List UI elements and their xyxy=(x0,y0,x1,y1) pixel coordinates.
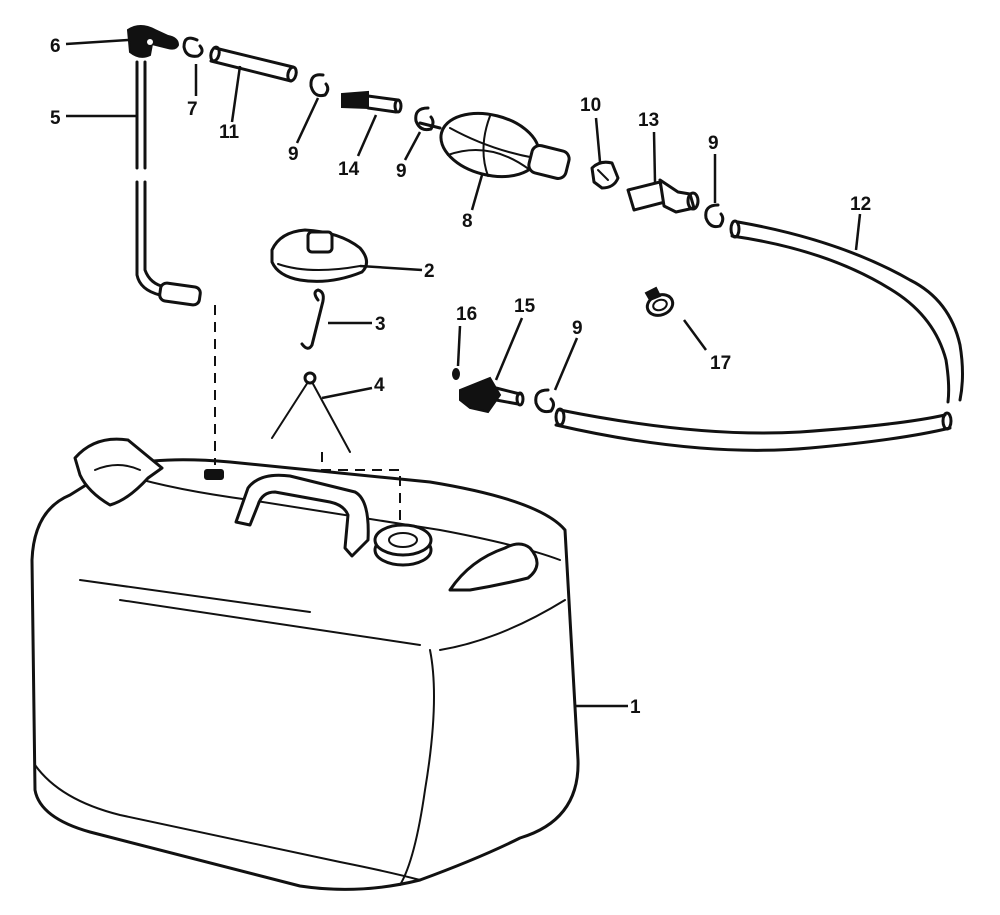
callout-9-d: 9 xyxy=(572,318,583,339)
callout-12: 12 xyxy=(850,194,871,215)
o-ring-16 xyxy=(452,368,460,380)
fuel-tank xyxy=(30,458,580,891)
callout-7: 7 xyxy=(187,99,198,120)
primer-bulb xyxy=(418,111,571,180)
tank-filler-neck xyxy=(373,523,433,567)
callout-8: 8 xyxy=(462,211,473,232)
clamp-7 xyxy=(182,36,204,58)
callout-17: 17 xyxy=(710,353,731,374)
hose-clamp-17 xyxy=(644,286,675,317)
clamp-9-c xyxy=(704,203,725,229)
fuel-line-hose xyxy=(554,219,964,452)
nut-10 xyxy=(590,160,620,190)
tank-carry-handle xyxy=(234,473,370,558)
callout-14: 14 xyxy=(338,159,360,180)
cap-chain xyxy=(271,371,351,453)
callout-9-a: 9 xyxy=(288,144,299,165)
cap-hook xyxy=(300,288,325,350)
connector-15 xyxy=(459,376,525,414)
callout-4: 4 xyxy=(374,375,385,396)
clamp-9-d xyxy=(534,388,555,414)
callout-15: 15 xyxy=(514,296,536,317)
clamp-9-a xyxy=(309,73,330,98)
callout-9-c: 9 xyxy=(708,133,719,154)
leader-lines xyxy=(65,38,862,708)
connector-14 xyxy=(341,90,403,114)
clamp-9-b xyxy=(414,106,435,132)
callout-9-b: 9 xyxy=(396,161,407,182)
hose-11 xyxy=(209,45,298,83)
callout-2: 2 xyxy=(424,261,435,282)
callout-3: 3 xyxy=(375,314,386,335)
callout-1: 1 xyxy=(630,697,641,718)
filler-cap xyxy=(270,228,368,283)
callout-16: 16 xyxy=(456,304,477,325)
assembly-lines xyxy=(214,305,401,520)
pickup-tube xyxy=(135,60,202,307)
tank-vent xyxy=(204,469,224,480)
elbow-fitting xyxy=(126,25,180,58)
callout-10: 10 xyxy=(580,95,601,116)
callout-11: 11 xyxy=(219,122,240,143)
tank-right-spout xyxy=(448,542,539,592)
tank-left-spout xyxy=(73,437,164,507)
callout-6: 6 xyxy=(50,36,61,57)
callout-5: 5 xyxy=(50,108,61,129)
callout-13: 13 xyxy=(638,110,659,131)
fitting-13 xyxy=(626,178,700,214)
callout-labels: 6 5 7 11 9 14 9 8 10 13 9 12 2 3 4 16 15… xyxy=(50,36,871,718)
